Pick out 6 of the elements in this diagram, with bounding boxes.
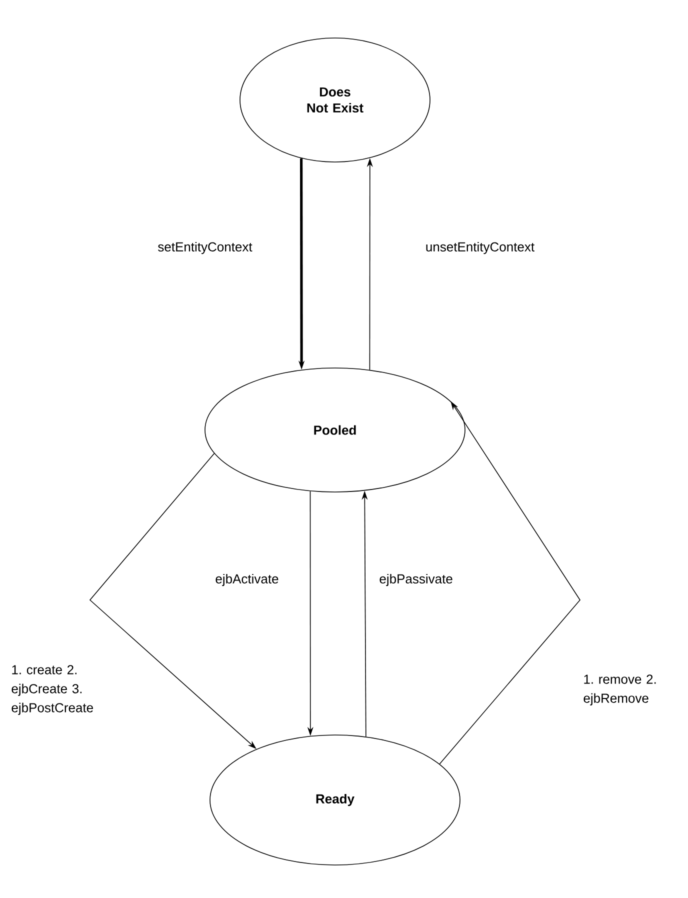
edge-label: ejbActivate (216, 574, 278, 586)
edge-label: unsetEntityContext (426, 242, 534, 254)
edge-label: ejbPassivate (380, 574, 452, 586)
edge-label: 1. remove 2. ejbRemove (584, 674, 656, 706)
edge-label: setEntityContext (158, 242, 252, 254)
edge-label: 1. create 2. ejbCreate 3. ejbPostCreate (12, 665, 93, 715)
